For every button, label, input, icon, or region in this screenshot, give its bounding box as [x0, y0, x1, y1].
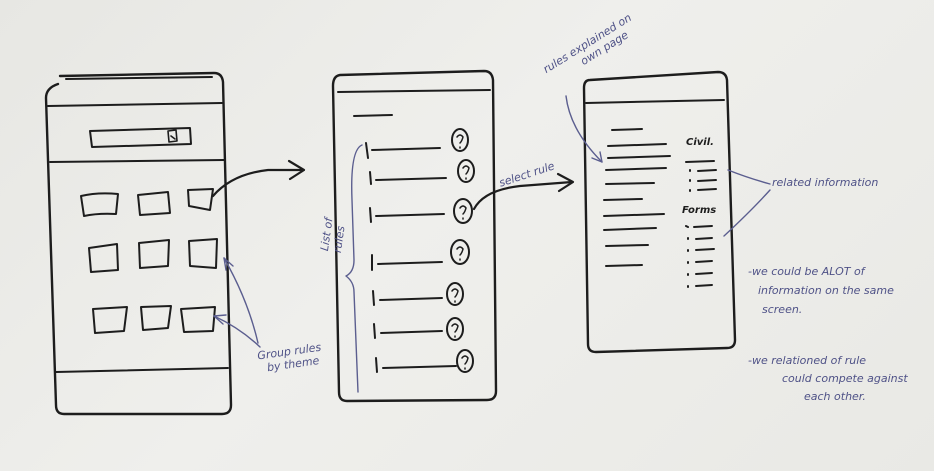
sketch-screen-rule-list: [331, 69, 575, 403]
rule-list-lines: [365, 142, 457, 373]
arrow-icon: [472, 180, 574, 211]
label-civ: Civil.: [686, 137, 714, 148]
annotation-note-alot: -we could be ALOT of information on the …: [748, 262, 894, 319]
annotation-line: screen.: [762, 303, 803, 316]
related-info-column: [685, 160, 717, 288]
arrow-icon: [211, 168, 304, 198]
annotation-line: -we relationed of rule: [748, 354, 867, 367]
annotation-list-of-rules: List of rules: [318, 217, 348, 254]
annotation-line: information on the same: [758, 284, 894, 297]
annotation-line: -we could be ALOT of: [748, 265, 865, 278]
annotation-note-compete: -we relationed of rule could compete aga…: [748, 352, 908, 406]
annotation-line: each other.: [804, 390, 866, 403]
theme-tile-grid: [80, 188, 218, 334]
annotation-related-information: related information: [772, 176, 879, 189]
rule-text-lines: [603, 128, 671, 267]
question-circle-icon: [446, 128, 475, 373]
label-forms: Forms: [682, 205, 717, 216]
annotation-line: could compete against: [782, 372, 908, 385]
sketch-screen-rule-detail: [582, 70, 737, 354]
sketch-screen-home: [44, 71, 306, 416]
search-bar: [89, 127, 192, 148]
